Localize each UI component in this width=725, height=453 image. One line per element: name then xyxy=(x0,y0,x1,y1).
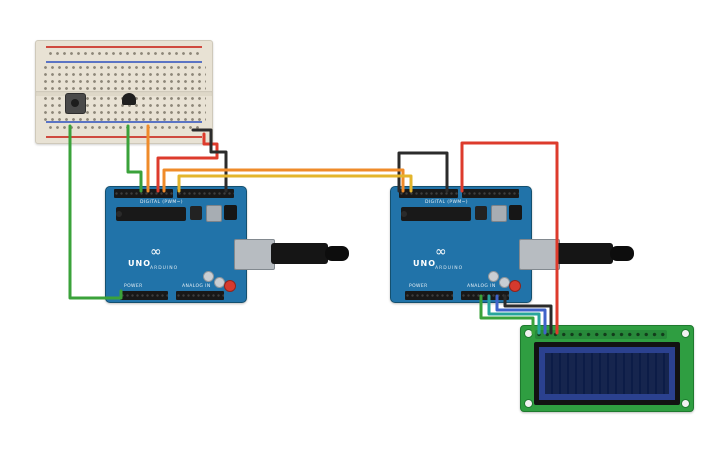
crystal xyxy=(190,206,202,220)
voltage-regulator xyxy=(206,205,222,222)
power-jack xyxy=(224,205,237,220)
crystal xyxy=(475,206,487,220)
power-header[interactable] xyxy=(120,291,168,300)
uno-label: UNO xyxy=(128,259,151,268)
uno-label: UNO xyxy=(413,259,436,268)
digital-header-right[interactable] xyxy=(177,189,234,198)
pushbutton-cap xyxy=(71,99,79,107)
breadboard-negative-rail-bottom xyxy=(46,121,202,123)
wire-breadboard-ground-black[interactable] xyxy=(191,128,228,193)
power-jack xyxy=(509,205,522,220)
mounting-hole xyxy=(524,399,533,408)
digital-header-left[interactable] xyxy=(399,189,458,198)
lcd-16x2[interactable] xyxy=(520,325,694,412)
analog-header[interactable] xyxy=(461,291,509,300)
digital-label: DIGITAL (PWM~) xyxy=(140,200,183,205)
analog-label: ANALOG IN xyxy=(182,284,211,289)
analog-header[interactable] xyxy=(176,291,224,300)
lcd-display-area xyxy=(545,353,669,394)
lcd-screen xyxy=(539,347,675,400)
breadboard-rail-holes-top[interactable] xyxy=(48,51,200,59)
breadboard-rail-holes-bottom[interactable] xyxy=(48,125,200,133)
analog-label: ANALOG IN xyxy=(467,284,496,289)
wire-arduino2-to-lcd-black[interactable] xyxy=(503,294,553,335)
wire-breadboard-to-arduino1-green[interactable] xyxy=(68,124,123,300)
digital-header-right[interactable] xyxy=(462,189,519,198)
arduino-brand-label: ARDUINO xyxy=(435,266,464,271)
wire-arduino2-to-lcd-green[interactable] xyxy=(479,294,535,335)
wire-arduino2-to-lcd-teal[interactable] xyxy=(487,294,541,335)
capacitor xyxy=(488,271,499,282)
usb-port xyxy=(519,239,560,270)
usb-cable-boot xyxy=(610,246,634,261)
breadboard-positive-rail-bottom xyxy=(46,136,202,138)
mounting-hole xyxy=(681,399,690,408)
usb-port xyxy=(234,239,275,270)
temperature-sensor[interactable] xyxy=(122,93,136,105)
power-header[interactable] xyxy=(405,291,453,300)
wire-arduino2-ground-jumper-black[interactable] xyxy=(397,151,449,193)
lcd-screen-bezel xyxy=(534,342,680,405)
digital-header-left[interactable] xyxy=(114,189,173,198)
arduino-uno-1[interactable]: DIGITAL (PWM~) ∞ UNO ARDUINO POWER ANALO… xyxy=(105,186,349,303)
arduino-uno-2[interactable]: DIGITAL (PWM~) ∞ UNO ARDUINO POWER ANALO… xyxy=(390,186,634,303)
atmega328-chip[interactable] xyxy=(401,207,471,221)
wire-arduino2-to-lcd-blue[interactable] xyxy=(495,294,547,335)
lcd-pin-header[interactable] xyxy=(535,330,667,339)
arduino-logo-icon: ∞ xyxy=(150,244,162,260)
wire-sensor-to-arduino1-green[interactable] xyxy=(126,124,143,193)
breadboard-grid-top[interactable] xyxy=(43,65,206,91)
usb-cable-boot xyxy=(325,246,349,261)
wire-serial-link-orange[interactable] xyxy=(162,168,405,193)
usb-cable-plug[interactable] xyxy=(556,243,613,264)
wire-serial-link-yellow[interactable] xyxy=(177,174,413,193)
atmega328-chip[interactable] xyxy=(116,207,186,221)
breadboard[interactable] xyxy=(35,40,213,144)
power-label: POWER xyxy=(409,284,428,289)
pushbutton[interactable] xyxy=(65,93,86,114)
reset-button[interactable] xyxy=(509,280,521,292)
reset-button[interactable] xyxy=(224,280,236,292)
arduino-logo-icon: ∞ xyxy=(435,244,447,260)
voltage-regulator xyxy=(491,205,507,222)
digital-label: DIGITAL (PWM~) xyxy=(425,200,468,205)
wire-arduino2-to-lcd-red[interactable] xyxy=(460,141,559,335)
mounting-hole xyxy=(681,329,690,338)
capacitor xyxy=(203,271,214,282)
breadboard-negative-rail-top xyxy=(46,61,202,63)
arduino-brand-label: ARDUINO xyxy=(150,266,179,271)
usb-cable-plug[interactable] xyxy=(271,243,328,264)
power-label: POWER xyxy=(124,284,143,289)
breadboard-positive-rail-top xyxy=(46,46,202,48)
